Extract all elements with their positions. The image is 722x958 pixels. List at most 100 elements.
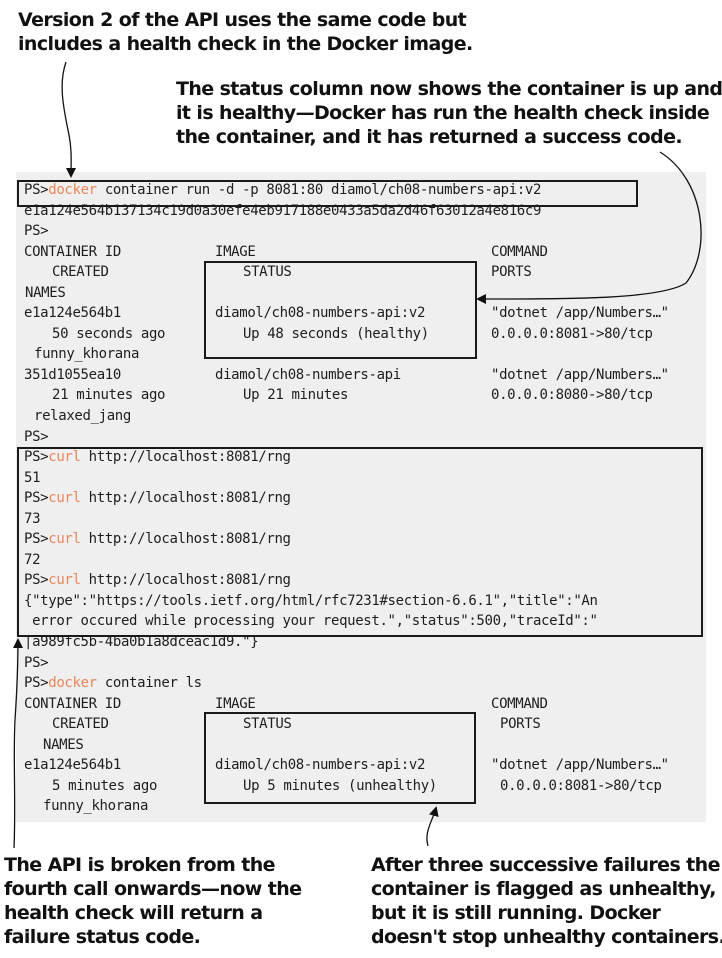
- command-args: container run -d -p 8081:80 diamol/ch08-…: [96, 182, 542, 198]
- annotation-line: The status column now shows the containe…: [176, 78, 722, 100]
- terminal-line-prompt: PS>: [24, 223, 49, 240]
- container-status: Up 5 minutes (unhealthy): [243, 777, 437, 794]
- annotation-api-broken: The API is broken from the fourth call o…: [4, 853, 302, 949]
- container-id: e1a124e564b1: [24, 305, 121, 322]
- arrow-to-run-command: [61, 61, 77, 178]
- terminal-line-curl-result: 72: [24, 551, 41, 568]
- container-created: 50 seconds ago: [52, 325, 166, 342]
- header-container-id: CONTAINER ID: [24, 695, 121, 712]
- header-container-id: CONTAINER ID: [24, 243, 121, 260]
- container-ports: 0.0.0.0:8080->80/tcp: [491, 387, 653, 404]
- terminal-line-error-json: error occured while processing your requ…: [24, 613, 598, 630]
- command-args: http://localhost:8081/rng: [80, 531, 291, 548]
- terminal-line-error-json: {"type":"https://tools.ietf.org/html/rfc…: [24, 592, 598, 609]
- terminal-line-ls-command: PS>docker container ls: [24, 673, 598, 694]
- annotation-line: health check will return a: [4, 902, 263, 924]
- header-status: STATUS: [243, 264, 292, 281]
- container-ports: 0.0.0.0:8081->80/tcp: [491, 325, 653, 342]
- prompt: PS>: [24, 531, 49, 548]
- annotation-line: doesn't stop unhealthy containers.: [371, 926, 722, 948]
- container-created: 5 minutes ago: [52, 777, 158, 794]
- command-keyword: docker: [48, 675, 97, 692]
- annotation-version-2: Version 2 of the API uses the same code …: [18, 8, 473, 56]
- highlight-box-run-command: [17, 180, 638, 207]
- annotation-line: it is healthy—Docker has run the health …: [176, 102, 710, 124]
- terminal-line-curl-result: 51: [24, 469, 41, 486]
- container-command: "dotnet /app/Numbers…": [491, 366, 669, 383]
- arrow-to-unhealthy-status: [426, 806, 439, 847]
- terminal-line-prompt: PS>: [24, 654, 49, 671]
- terminal-line-error-json: |a989fc5b-4ba0b1a8dceac1d9."}: [24, 634, 259, 651]
- container-ports: 0.0.0.0:8081->80/tcp: [500, 777, 662, 794]
- ls-header-line-3: NAMES: [24, 735, 598, 756]
- container-image: diamol/ch08-numbers-api: [215, 366, 401, 383]
- command-keyword: curl: [48, 572, 81, 589]
- annotation-unhealthy-flag: After three successive failures the cont…: [371, 853, 722, 949]
- annotation-line: failure status code.: [4, 926, 201, 948]
- ps-row-1-line-2: 50 seconds ago Up 48 seconds (healthy) 0.0…: [24, 324, 653, 345]
- annotation-line: After three successive failures the: [371, 854, 720, 876]
- prompt: PS>: [24, 675, 49, 692]
- header-ports: PORTS: [500, 716, 541, 733]
- terminal-line-prompt: PS>: [24, 428, 49, 445]
- container-id: e1a124e564b1: [24, 757, 121, 774]
- highlight-box-unhealthy-status: [204, 712, 476, 804]
- container-name: funny_khorana: [34, 346, 140, 363]
- command-keyword: curl: [48, 531, 81, 548]
- header-command: COMMAND: [491, 243, 548, 260]
- header-image: IMAGE: [215, 695, 256, 712]
- container-id: 351d1055ea10: [24, 366, 121, 383]
- container-image: diamol/ch08-numbers-api:v2: [215, 757, 426, 774]
- command-args: container ls: [96, 675, 202, 692]
- header-created: CREATED: [52, 716, 109, 733]
- ps-header-line-3: NAMES: [24, 283, 598, 304]
- prompt: PS>: [24, 572, 49, 589]
- command-args: http://localhost:8081/rng: [80, 449, 291, 466]
- ls-row-line-1: e1a124e564b1 diamol/ch08-numbers-api:v2 "d…: [24, 755, 669, 776]
- highlight-box-curl-calls: [17, 447, 703, 637]
- terminal-line-curl-command: PS>curl http://localhost:8081/rng: [24, 570, 598, 591]
- ps-row-2-line-1: 351d1055ea10 diamol/ch08-numbers-api "dotn…: [24, 365, 669, 386]
- ls-header-line-2: CREATED STATUS PORTS: [24, 714, 598, 735]
- annotation-line: The API is broken from the: [4, 854, 276, 876]
- arrow-to-curl-calls: [12, 638, 23, 849]
- annotation-line: includes a health check in the Docker im…: [18, 33, 473, 55]
- container-image: diamol/ch08-numbers-api:v2: [215, 305, 426, 322]
- container-status: Up 21 minutes: [243, 387, 349, 404]
- ps-row-2-line-3: relaxed_jang: [24, 406, 598, 427]
- ls-row-line-3: funny_khorana: [24, 796, 598, 817]
- annotation-line: fourth call onwards—now the: [4, 878, 302, 900]
- ls-row-line-2: 5 minutes ago Up 5 minutes (unhealthy) 0.0…: [24, 776, 662, 797]
- container-created: 21 minutes ago: [52, 387, 166, 404]
- container-command: "dotnet /app/Numbers…": [491, 305, 669, 322]
- annotation-healthy-status: The status column now shows the containe…: [176, 77, 722, 149]
- annotation-line: container is flagged as unhealthy,: [371, 878, 716, 900]
- container-name: relaxed_jang: [34, 408, 131, 425]
- container-name: funny_khorana: [43, 798, 149, 815]
- command-keyword: curl: [48, 449, 81, 466]
- container-command: "dotnet /app/Numbers…": [491, 757, 669, 774]
- ps-header-line-1: CONTAINER ID IMAGE COMMAND: [24, 242, 598, 263]
- highlight-box-healthy-status: [204, 261, 477, 359]
- header-command: COMMAND: [491, 695, 548, 712]
- ls-header-line-1: CONTAINER ID IMAGE COMMAND: [24, 694, 598, 715]
- prompt: PS>: [24, 490, 49, 507]
- annotation-line: but it is still running. Docker: [371, 902, 661, 924]
- terminal-line-curl-command: PS>curl http://localhost:8081/rng: [24, 447, 598, 468]
- command-args: http://localhost:8081/rng: [80, 490, 291, 507]
- annotation-line: the container, and it has returned a suc…: [176, 126, 683, 148]
- arrow-to-healthy-status: [476, 151, 702, 305]
- terminal-line-run-command: PS>docker container run -d -p 8081:80 di…: [24, 180, 598, 201]
- command-args: http://localhost:8081/rng: [80, 572, 291, 589]
- header-status: STATUS: [243, 716, 292, 733]
- terminal-line-curl-command: PS>curl http://localhost:8081/rng: [24, 529, 598, 550]
- header-names: NAMES: [25, 284, 66, 301]
- ps-row-1-line-3: funny_khorana: [24, 344, 598, 365]
- annotation-line: Version 2 of the API uses the same code …: [18, 9, 467, 31]
- header-image: IMAGE: [215, 243, 256, 260]
- terminal-line-curl-command: PS>curl http://localhost:8081/rng: [24, 488, 598, 509]
- container-status: Up 48 seconds (healthy): [243, 325, 429, 342]
- header-ports: PORTS: [491, 264, 532, 281]
